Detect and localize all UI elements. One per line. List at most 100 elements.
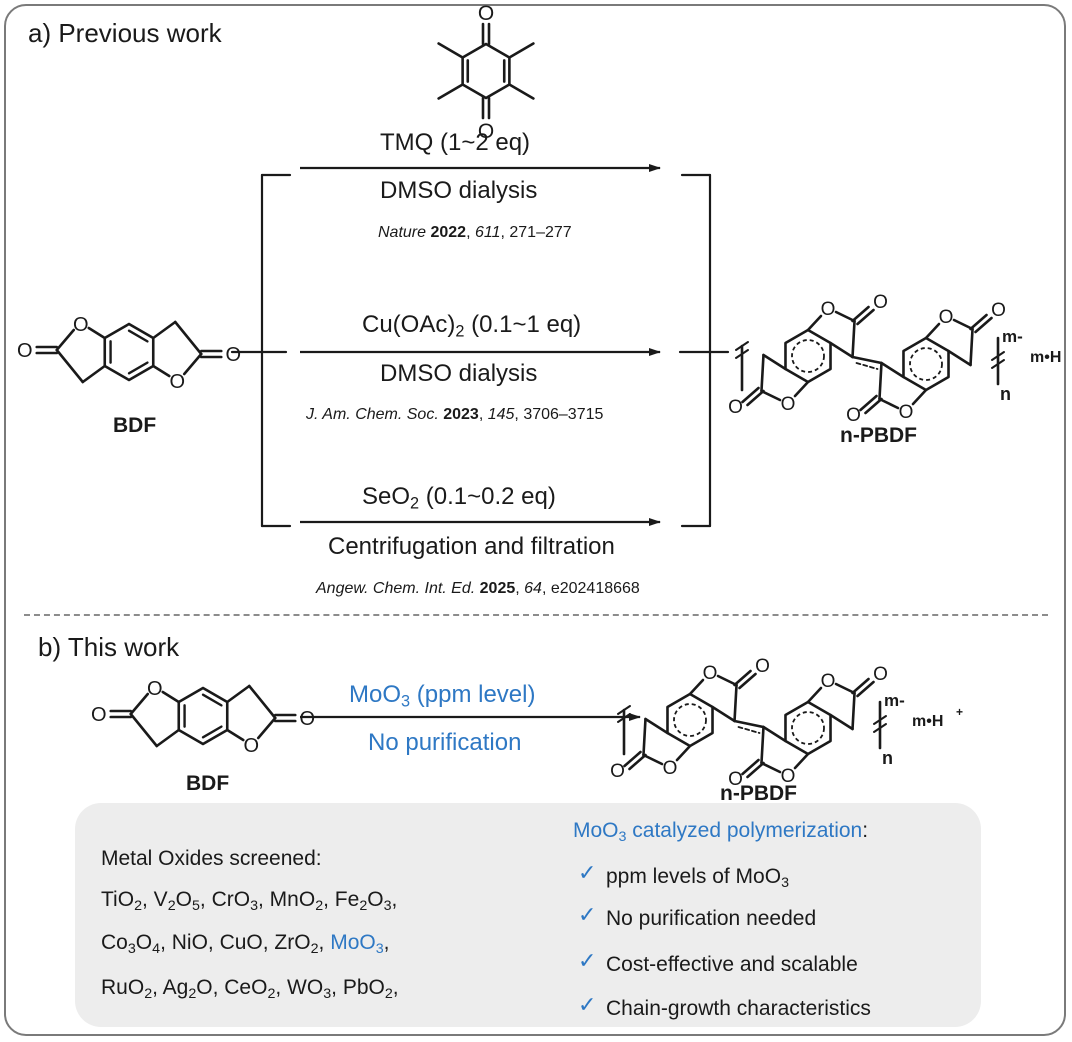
oxide-sub: 2	[144, 985, 153, 1002]
ref3-journal: Angew. Chem. Int. Ed.	[316, 580, 476, 597]
bdf-a-ring-bond	[182, 352, 203, 376]
ref1-pages: , 271–277	[500, 224, 572, 241]
bdf-b-carbonyl-oxygen: O	[299, 708, 315, 730]
pbdf-a-ring-bond	[829, 341, 854, 359]
pbdf-b-ring-oxygen: O	[821, 671, 836, 692]
bdf-b-ring-bond	[225, 728, 245, 742]
pbdf-a-carbonyl-bond	[856, 308, 875, 326]
bdf-b-ring-oxygen: O	[147, 678, 163, 700]
bdf-b-ring-bond	[247, 684, 277, 720]
pbdf-b-charge: m-	[884, 691, 905, 710]
check-icon: ✓	[578, 902, 597, 927]
ref2-pages: , 3706–3715	[514, 406, 604, 423]
product-label-b: n-PBDF	[720, 782, 797, 805]
bdf-a-aromatic-bond	[127, 361, 149, 375]
bdf-a-carbonyl-oxygen: O	[17, 340, 33, 362]
outer-frame	[4, 4, 1066, 1036]
pbdf-a-wavy-end	[735, 349, 749, 359]
oxide-text: , CrO	[199, 888, 251, 911]
advantage-item-4: Chain-growth characteristics	[606, 997, 871, 1020]
pbdf-a-ring-bond	[911, 388, 928, 406]
pbdf-a-ring-bond	[760, 353, 765, 393]
pbdf-b-aromatic-circle	[673, 703, 707, 737]
oxide-highlight: MoO	[330, 931, 376, 954]
pbdf-a-carbonyl-bond	[741, 386, 760, 404]
bdf-b-aromatic-bond	[201, 725, 223, 739]
pbdf-b-carbonyl-bond	[856, 680, 875, 698]
pbdf-a-ring-bond	[806, 314, 823, 332]
pbdf-a-carbonyl-oxygen: O	[846, 405, 861, 426]
route2-reagent-name: Cu(OAc)	[362, 311, 456, 338]
pbdf-a-carbonyl-bond	[859, 394, 878, 412]
oxide-sub: 2	[167, 897, 176, 914]
oxide-sub: 4	[152, 940, 161, 957]
bdf-b-ring-oxygen: O	[243, 735, 259, 757]
oxide-text: ,	[392, 976, 399, 999]
pbdf-a-repeat-n: n	[1000, 384, 1011, 404]
advantages-title: MoO3 catalyzed polymerization:	[573, 819, 869, 844]
bdf-a-ring-bond	[173, 320, 203, 356]
route2-reference: J. Am. Chem. Soc. 2023, 145, 3706–3715	[306, 406, 604, 423]
summary-box	[75, 803, 981, 1027]
ref2-year: 2023	[443, 406, 479, 423]
reactant-label-a: BDF	[113, 414, 157, 437]
advantages-title-colon: :	[862, 819, 869, 842]
pbdf-b-carbonyl-oxygen: O	[873, 664, 888, 685]
bdf-a-ring-oxygen: O	[73, 314, 89, 336]
pbdf-a-ring-oxygen: O	[781, 394, 796, 415]
oxide-sub: 2	[267, 985, 276, 1002]
pbdf-b-ring-bond	[675, 744, 692, 762]
pbdf-b-ring-bond	[733, 683, 738, 723]
pbdf-a-ring-bond	[969, 327, 974, 367]
pbdf-b-carbonyl-oxygen: O	[610, 761, 625, 782]
tmq-oxygen-bottom: O	[478, 120, 494, 143]
route1-reference: Nature 2022, 611, 271–277	[378, 224, 572, 241]
pbdf-b-ring-bond	[760, 725, 765, 765]
tmq-oxygen-top: O	[478, 2, 494, 25]
oxide-sub: 2	[359, 897, 368, 914]
advantages-title-formula: MoO	[573, 819, 619, 842]
pbdf-a-ring-bond	[793, 380, 810, 398]
bdf-b-benzene	[177, 686, 229, 746]
ref1-journal: Nature	[378, 224, 427, 241]
methyl-bond	[508, 83, 535, 100]
pbdf-a-wavy-end	[991, 359, 1005, 369]
pbdf-b-carbonyl-oxygen: O	[755, 656, 770, 677]
oxide-text: ,	[391, 888, 398, 911]
catalyst-sub: 3	[401, 692, 411, 711]
bdf-a-ring-bond	[87, 326, 107, 340]
oxide-text: , WO	[275, 976, 324, 999]
advantage-item-1: ppm levels of MoO3	[606, 865, 789, 890]
pbdf-b-carbonyl-bond	[741, 758, 760, 776]
pbdf-b-aromatic-circle	[791, 711, 825, 745]
pbdf-b-carbonyl-bond	[746, 761, 765, 779]
pbdf-a-carbonyl-bond	[746, 389, 765, 407]
pbdf-a-link-bond	[851, 355, 883, 365]
check-icon: ✓	[578, 948, 597, 973]
pbdf-b-carbonyl-bond	[733, 669, 752, 687]
pbdf-a-ring-bond	[878, 397, 900, 410]
methyl-bond	[437, 83, 464, 100]
oxide-sub: 2	[315, 897, 324, 914]
product-label-a: n-PBDF	[840, 424, 917, 447]
pbdf-a-ring-bond	[952, 318, 974, 331]
advantages-title-text: catalyzed polymerization	[626, 819, 863, 842]
methyl-bond	[437, 42, 464, 59]
pbdf-a-aromatic-circle	[909, 347, 943, 381]
bdf-b-aromatic-bond	[201, 693, 223, 707]
section-divider	[24, 614, 1048, 616]
pbdf-b-ring-bond	[834, 682, 856, 695]
route2-reagent: Cu(OAc)2 (0.1~1 eq)	[362, 311, 581, 340]
bdf-a-aromatic-bond	[127, 329, 149, 343]
oxide-text: , Fe	[323, 888, 360, 911]
pbdf-a-ring-bond	[834, 310, 856, 323]
oxide-text: , MnO	[258, 888, 316, 911]
catalyst-amount: (ppm level)	[410, 681, 536, 708]
route3-reagent-sub: 2	[410, 494, 420, 513]
oxide-text: RuO	[101, 976, 145, 999]
pbdf-b-repeat-n: n	[882, 748, 893, 768]
pbdf-a-ring-bond	[851, 319, 856, 359]
pbdf-b-wavy-end	[617, 705, 631, 715]
pbdf-b-ring-bond	[711, 705, 736, 723]
